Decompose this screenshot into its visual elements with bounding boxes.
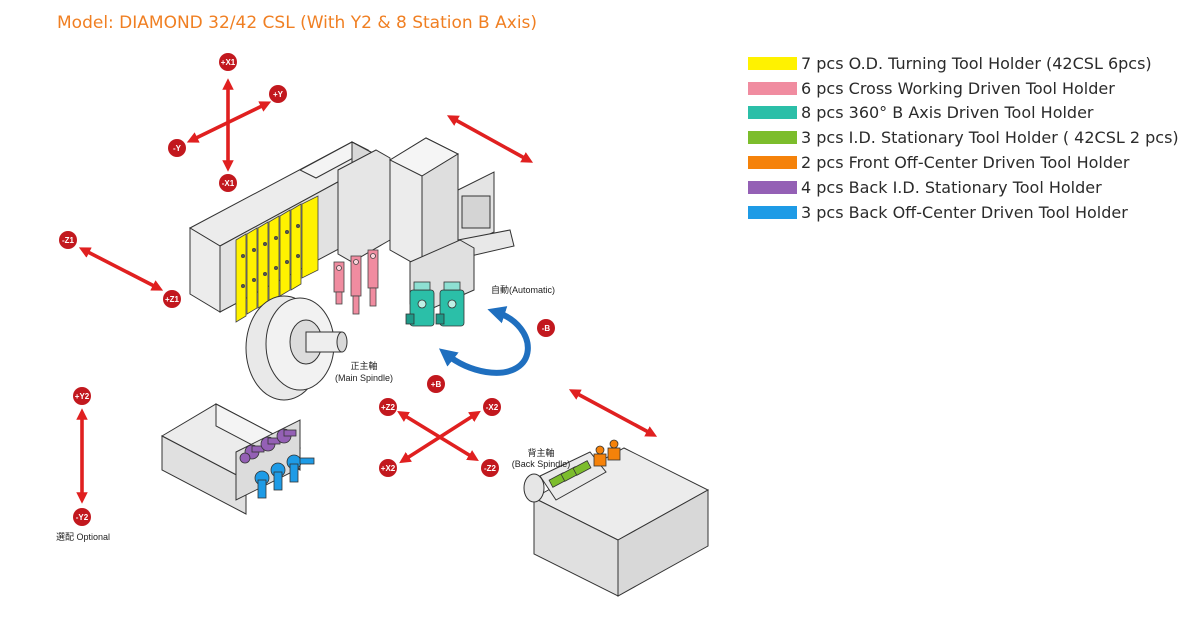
badge-minus-x2: -X2 (483, 398, 501, 416)
svg-text:+Z1: +Z1 (165, 295, 180, 304)
legend-item: 3 pcs I.D. Stationary Tool Holder ( 42CS… (748, 125, 1179, 150)
svg-text:-Z2: -Z2 (484, 464, 497, 473)
main-spindle (245, 295, 348, 401)
legend-swatch-od-turning (748, 56, 797, 70)
svg-text:-Z1: -Z1 (62, 236, 75, 245)
motion-arrows (76, 78, 658, 504)
legend-label: 3 pcs Back Off-Center Driven Tool Holder (801, 202, 1128, 222)
main-spindle-cn-label: 正主軸 (350, 360, 377, 371)
svg-text:-Y2: -Y2 (76, 513, 89, 522)
svg-text:+Y: +Y (273, 90, 284, 99)
legend-item: 8 pcs 360° B Axis Driven Tool Holder (748, 101, 1179, 126)
legend-label: 3 pcs I.D. Stationary Tool Holder ( 42CS… (801, 128, 1179, 148)
legend-label: 7 pcs O.D. Turning Tool Holder (42CSL 6p… (801, 53, 1152, 73)
badge-plus-y: +Y (269, 85, 287, 103)
svg-text:-B: -B (542, 324, 551, 333)
legend-swatch-back-off-center (748, 205, 797, 219)
badge-plus-z2: +Z2 (379, 398, 397, 416)
legend-swatch-id-stationary (748, 131, 797, 145)
b-rotation-arrow (438, 306, 531, 376)
back-spindle-en-label: (Back Spindle) (512, 459, 571, 469)
legend-item: 4 pcs Back I.D. Stationary Tool Holder (748, 175, 1179, 200)
back-id-tool-holders (239, 428, 297, 464)
svg-text:+Z2: +Z2 (381, 403, 396, 412)
back-tool-block (160, 403, 302, 515)
svg-text:-X2: -X2 (486, 403, 499, 412)
badge-minus-z1: -Z1 (59, 231, 77, 249)
legend-label: 8 pcs 360° B Axis Driven Tool Holder (801, 103, 1094, 123)
legend-swatch-back-id (748, 180, 797, 194)
front-off-center-tool-holders (593, 439, 621, 467)
main-spindle-en-label: (Main Spindle) (335, 373, 393, 383)
axis-badges: +X1 -X1 +Y -Y -Z1 +Z1 +Y2 -Y2 +Z2 -X2 +X… (59, 53, 555, 526)
badge-minus-x1: -X1 (219, 174, 237, 192)
b-axis-head (388, 137, 515, 313)
legend-item: 2 pcs Front Off-Center Driven Tool Holde… (748, 150, 1179, 175)
svg-text:-X1: -X1 (222, 179, 235, 188)
cross-working-tool-holders (333, 249, 379, 315)
legend-item: 7 pcs O.D. Turning Tool Holder (42CSL 6p… (748, 51, 1179, 76)
badge-minus-b: -B (537, 319, 555, 337)
back-spindle-housing (523, 447, 710, 597)
legend-swatch-cross-working (748, 81, 797, 95)
od-turning-tool-holders (235, 195, 319, 323)
legend-swatch-b-axis (748, 106, 797, 120)
svg-text:+B: +B (431, 380, 442, 389)
legend-label: 6 pcs Cross Working Driven Tool Holder (801, 78, 1115, 98)
badge-plus-b: +B (427, 375, 445, 393)
legend-item: 3 pcs Back Off-Center Driven Tool Holder (748, 200, 1179, 225)
badge-plus-y2: +Y2 (73, 387, 91, 405)
legend-label: 4 pcs Back I.D. Stationary Tool Holder (801, 177, 1102, 197)
diagram-title: Model: DIAMOND 32/42 CSL (With Y2 & 8 St… (57, 13, 538, 33)
legend: 7 pcs O.D. Turning Tool Holder (42CSL 6p… (748, 51, 1179, 225)
legend-swatch-front-off-center (748, 156, 797, 170)
optional-label: 選配 Optional (56, 532, 110, 542)
back-off-center-tool-holders (254, 454, 315, 499)
automatic-label: 自動(Automatic) (491, 284, 555, 295)
legend-item: 6 pcs Cross Working Driven Tool Holder (748, 76, 1179, 101)
svg-text:-Y: -Y (173, 144, 182, 153)
id-stationary-tool-holders (548, 460, 592, 488)
badge-minus-z2: -Z2 (481, 459, 499, 477)
badge-plus-z1: +Z1 (163, 290, 181, 308)
svg-text:+X2: +X2 (381, 464, 396, 473)
legend-label: 2 pcs Front Off-Center Driven Tool Holde… (801, 153, 1130, 173)
svg-text:+Y2: +Y2 (75, 392, 90, 401)
back-spindle-cn-label: 背主軸 (527, 447, 554, 458)
badge-plus-x2: +X2 (379, 459, 397, 477)
badge-minus-y2: -Y2 (73, 508, 91, 526)
svg-text:+X1: +X1 (221, 58, 236, 67)
badge-minus-y: -Y (168, 139, 186, 157)
badge-plus-x1: +X1 (219, 53, 237, 71)
